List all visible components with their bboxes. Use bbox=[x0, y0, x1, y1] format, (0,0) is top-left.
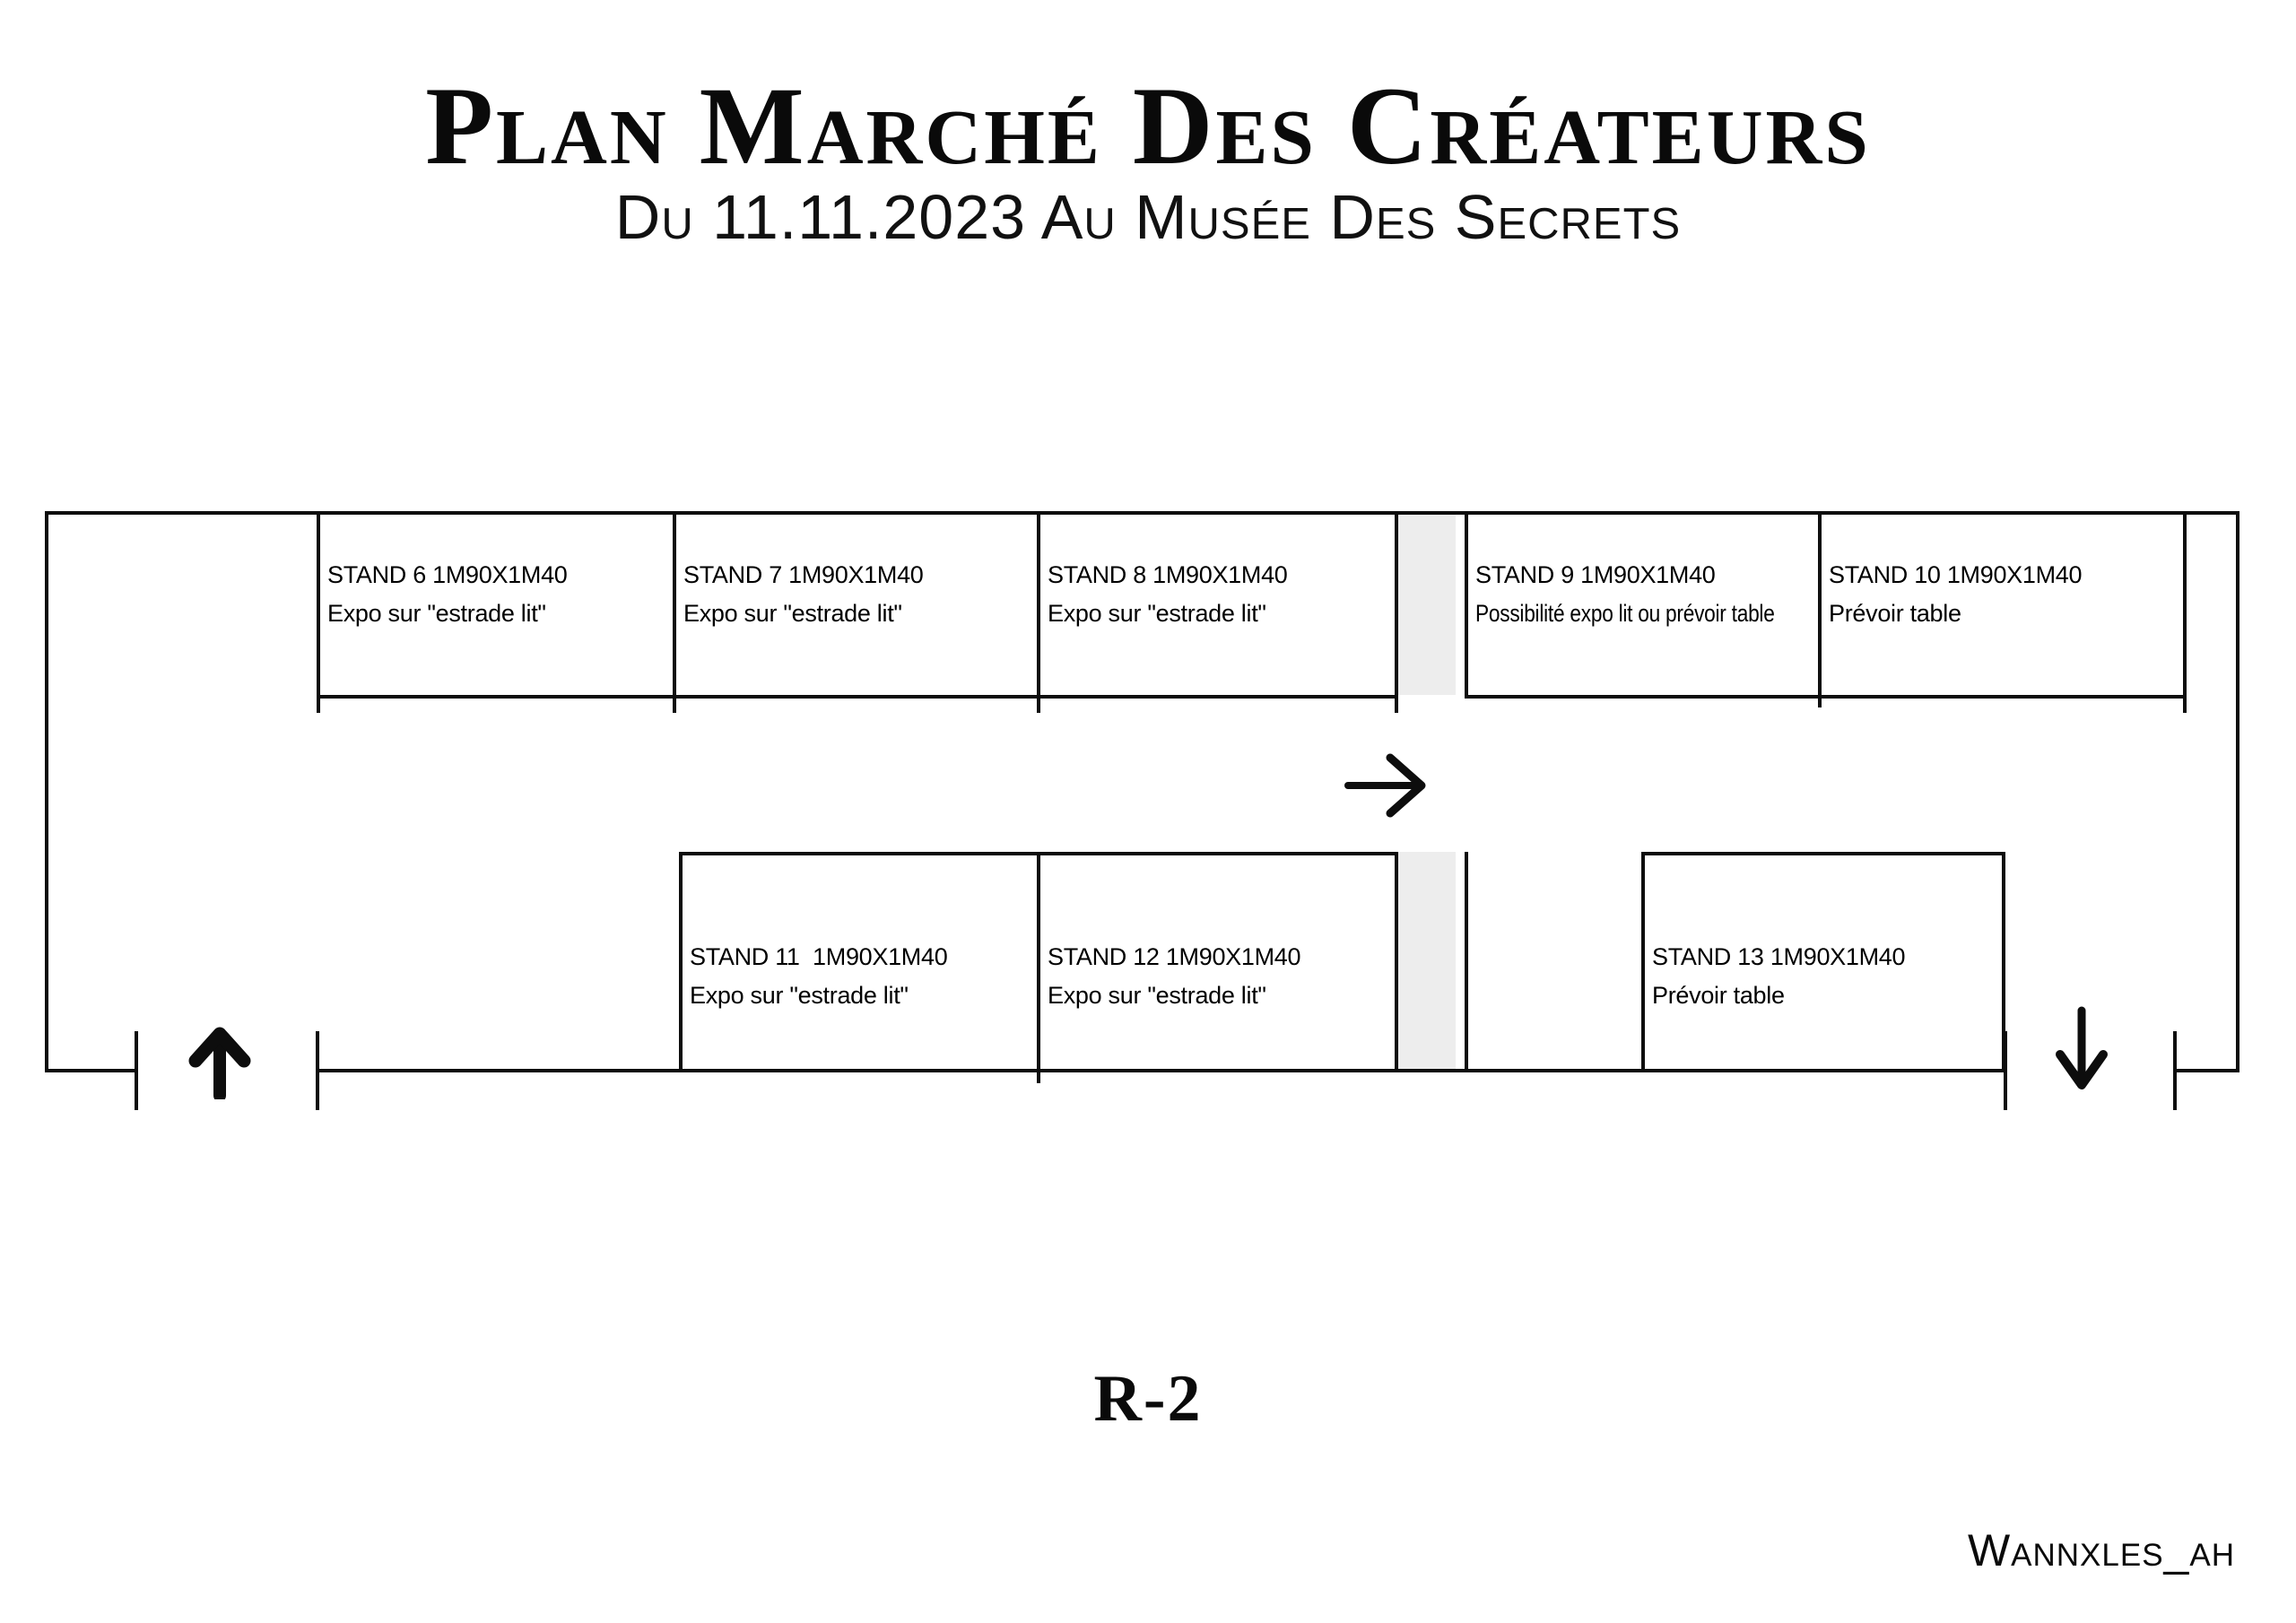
corridor-strip-top bbox=[1398, 511, 1456, 695]
stand-9-title: STAND 9 1M90X1M40 bbox=[1475, 561, 1716, 588]
stand-7-title: STAND 7 1M90X1M40 bbox=[683, 561, 924, 588]
wall-stub bbox=[317, 699, 320, 713]
stand-12-title: STAND 12 1M90X1M40 bbox=[1048, 943, 1301, 970]
wall-stub bbox=[1037, 1072, 1040, 1083]
stand-10-box: STAND 10 1M90X1M40 Prévoir table bbox=[1818, 511, 2187, 699]
stand-8-title: STAND 8 1M90X1M40 bbox=[1048, 561, 1288, 588]
room-label: R-2 bbox=[1093, 1362, 1203, 1436]
wall-stub bbox=[1395, 699, 1398, 713]
stand-6-note: Expo sur "estrade lit" bbox=[327, 600, 546, 627]
stand-13-note: Prévoir table bbox=[1652, 982, 1785, 1009]
exit-arrow-icon bbox=[2056, 1006, 2108, 1089]
flow-arrow-icon bbox=[1344, 753, 1426, 818]
stand-11-note: Expo sur "estrade lit" bbox=[690, 982, 909, 1009]
wall-stub bbox=[2183, 699, 2187, 713]
stand-7-box: STAND 7 1M90X1M40 Expo sur "estrade lit" bbox=[673, 511, 1040, 699]
entry-door-tick-left bbox=[135, 1031, 138, 1110]
stand-12-note: Expo sur "estrade lit" bbox=[1048, 982, 1266, 1009]
wall-stub bbox=[673, 699, 676, 713]
bottom-wall-right-segment bbox=[2173, 1069, 2239, 1072]
wall-left bbox=[45, 511, 48, 1072]
wall-stub bbox=[1818, 699, 1822, 707]
wall-right bbox=[2236, 511, 2239, 1072]
stand-9-box: STAND 9 1M90X1M40 Possibilité expo lit o… bbox=[1465, 511, 1822, 699]
wall-stub bbox=[1037, 699, 1040, 713]
corridor-strip-bottom bbox=[1398, 852, 1456, 1069]
stand-6-title: STAND 6 1M90X1M40 bbox=[327, 561, 568, 588]
watermark: Wannxles_ah bbox=[1967, 1525, 2235, 1575]
stand-8-note: Expo sur "estrade lit" bbox=[1048, 600, 1266, 627]
stand-10-note: Prévoir table bbox=[1829, 600, 1961, 627]
exit-door-tick-left bbox=[2004, 1031, 2007, 1110]
stand-7-note: Expo sur "estrade lit" bbox=[683, 600, 902, 627]
entry-arrow-icon bbox=[188, 1027, 251, 1099]
entry-door-tick-right bbox=[316, 1031, 319, 1110]
stand-10-title: STAND 10 1M90X1M40 bbox=[1829, 561, 2083, 588]
stand-13-title: STAND 13 1M90X1M40 bbox=[1652, 943, 1906, 970]
stand-11-title: STAND 11 1M90X1M40 bbox=[690, 943, 948, 970]
page-title: Plan Marché Des Créateurs bbox=[425, 65, 1871, 187]
corridor-right-wall bbox=[1465, 852, 1468, 1072]
page-subtitle: Du 11.11.2023 Au Musée Des Secrets bbox=[614, 182, 1682, 252]
stand-12-box: STAND 12 1M90X1M40 Expo sur "estrade lit… bbox=[1037, 852, 1398, 1072]
bottom-wall-left-segment bbox=[45, 1069, 138, 1072]
stand-6-box: STAND 6 1M90X1M40 Expo sur "estrade lit" bbox=[317, 511, 676, 699]
stand-9-note: Possibilité expo lit ou prévoir table bbox=[1475, 600, 1775, 627]
stand-13-box: STAND 13 1M90X1M40 Prévoir table bbox=[1641, 852, 2005, 1072]
exit-door-tick-right bbox=[2173, 1031, 2177, 1110]
stand-11-box: STAND 11 1M90X1M40 Expo sur "estrade lit… bbox=[679, 852, 1040, 1072]
stand-8-box: STAND 8 1M90X1M40 Expo sur "estrade lit" bbox=[1037, 511, 1398, 699]
